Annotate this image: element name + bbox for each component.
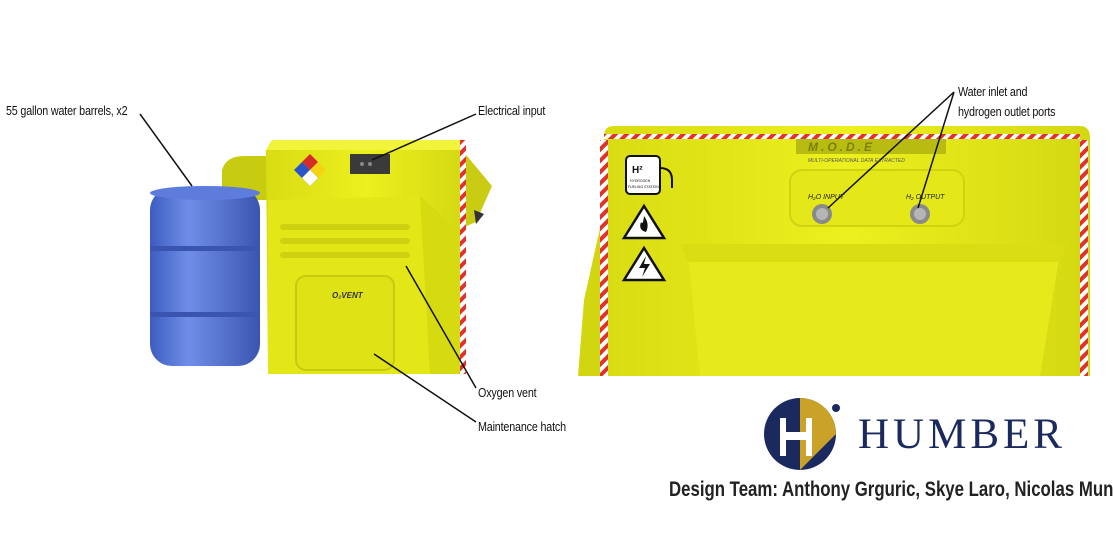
brand-name: M.O.D.E	[808, 140, 875, 154]
nfpa-diamond-icon	[294, 154, 326, 187]
left-unit-hazard-stripe	[460, 140, 466, 374]
left-unit-rear-panel	[462, 150, 492, 228]
electrical-warning-icon	[621, 245, 667, 282]
station-sign-title: H²	[632, 165, 643, 176]
callout-oxygen-vent: Oxygen vent	[478, 386, 537, 400]
callout-water-inlet-ports: Water inlet and hydrogen outlet ports	[958, 85, 1056, 119]
flammable-warning-icon	[621, 203, 667, 240]
callout-water-barrels: 55 gallon water barrels, x2	[6, 104, 128, 118]
water-barrel	[150, 186, 260, 366]
hydrogen-output-label: H₂ OUTPUT	[906, 194, 945, 201]
hydrogen-station-icon	[625, 155, 673, 195]
brand-plate	[796, 138, 946, 154]
callout-electrical-input: Electrical input	[478, 104, 546, 118]
water-inlet-port	[812, 204, 832, 224]
design-team-credits: Design Team: Anthony Grguric, Skye Laro,…	[669, 478, 1113, 501]
left-leader-lines	[139, 113, 477, 423]
water-input-label: H₂O INPUT	[808, 194, 845, 201]
right-unit	[578, 126, 1090, 376]
right-unit-hazard-stripe-left	[600, 140, 608, 376]
callout-maintenance-hatch: Maintenance hatch	[478, 420, 566, 434]
left-unit	[222, 140, 492, 374]
humber-logo-icon	[764, 398, 840, 470]
maintenance-hatch	[295, 275, 395, 371]
hydrogen-outlet-port	[910, 204, 930, 224]
right-leader-lines	[827, 91, 955, 209]
right-unit-hazard-stripe-right	[1080, 140, 1088, 376]
station-sign-line1: HYDROGEN	[630, 179, 651, 183]
brand-subtitle: MULTI-OPERATIONAL DATA EXTRACTED	[808, 158, 905, 164]
humber-wordmark: HUMBER	[858, 411, 1066, 458]
station-sign-line2: FUELING STATION	[628, 185, 659, 189]
oxygen-vent-label: O₂VENT	[332, 291, 364, 300]
